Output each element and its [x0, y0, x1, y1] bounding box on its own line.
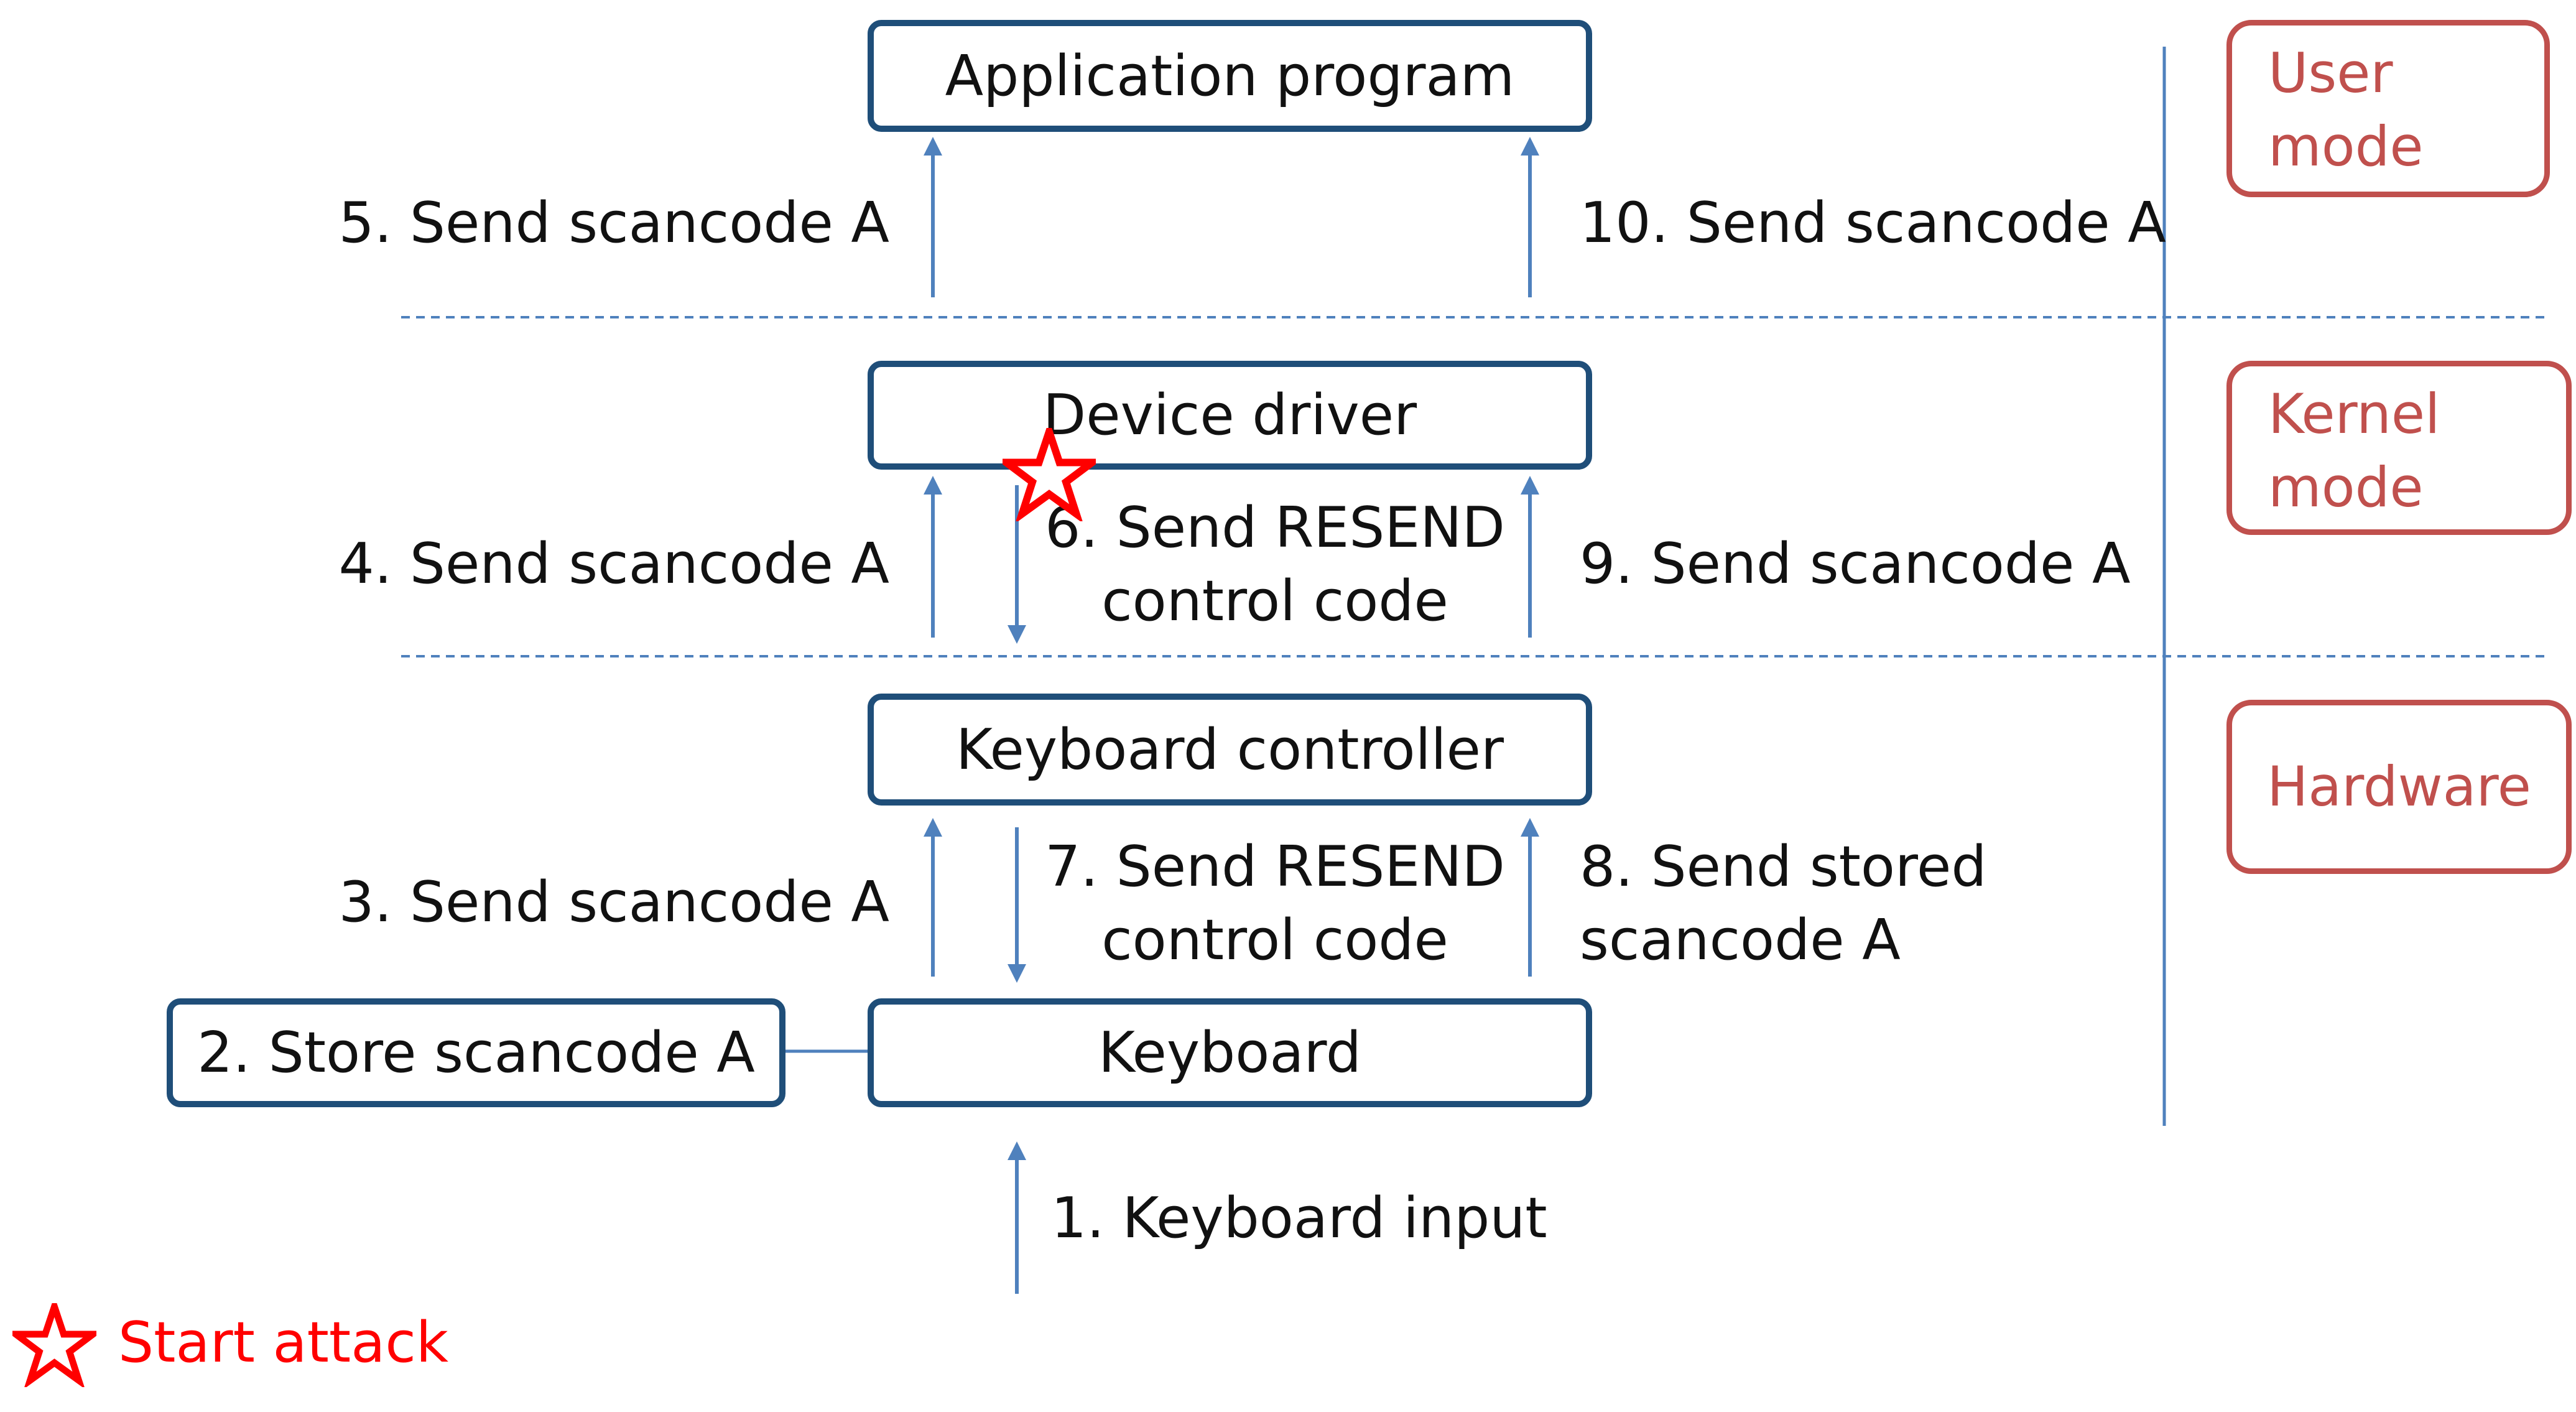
step-3-label: 3. Send scancode A: [338, 870, 889, 935]
step-7-line-1: 7. Send RESEND: [1045, 834, 1505, 899]
keyboard-controller-box: Keyboard controller: [868, 694, 1592, 806]
user-mode-line-1: User: [2268, 41, 2393, 105]
store-scancode-box: 2. Store scancode A: [167, 998, 785, 1107]
step-5-label: 5. Send scancode A: [338, 190, 889, 256]
star-icon: [1003, 428, 1096, 521]
step-8-label: 8. Send stored scancode A: [1580, 830, 1987, 977]
step-9-label: 9. Send scancode A: [1580, 531, 2131, 597]
keyboard-box: Keyboard: [868, 998, 1592, 1107]
user-mode-box: User mode: [2226, 20, 2550, 197]
kernel-mode-box: Kernel mode: [2226, 361, 2572, 535]
step-8-line-2: scancode A: [1580, 908, 1901, 973]
star-icon: [12, 1303, 96, 1387]
step-4-label: 4. Send scancode A: [338, 531, 889, 597]
legend-label: Start attack: [118, 1310, 448, 1375]
step-8-line-1: 8. Send stored: [1580, 834, 1987, 899]
kernel-mode-line-1: Kernel: [2268, 382, 2440, 446]
kernel-mode-line-2: mode: [2268, 455, 2424, 519]
step-7-label: 7. Send RESEND control code: [1045, 830, 1505, 977]
step-6-label: 6. Send RESEND control code: [1045, 491, 1505, 638]
step-7-line-2: control code: [1101, 908, 1448, 973]
step-6-line-2: control code: [1101, 569, 1448, 634]
step-1-label: 1. Keyboard input: [1051, 1186, 1547, 1251]
hardware-mode-box: Hardware: [2226, 700, 2572, 874]
step-10-label: 10. Send scancode A: [1580, 190, 2166, 256]
application-program-box: Application program: [868, 20, 1592, 132]
user-mode-line-2: mode: [2268, 114, 2424, 179]
device-driver-box: Device driver: [868, 361, 1592, 470]
step-6-line-1: 6. Send RESEND: [1045, 495, 1505, 560]
